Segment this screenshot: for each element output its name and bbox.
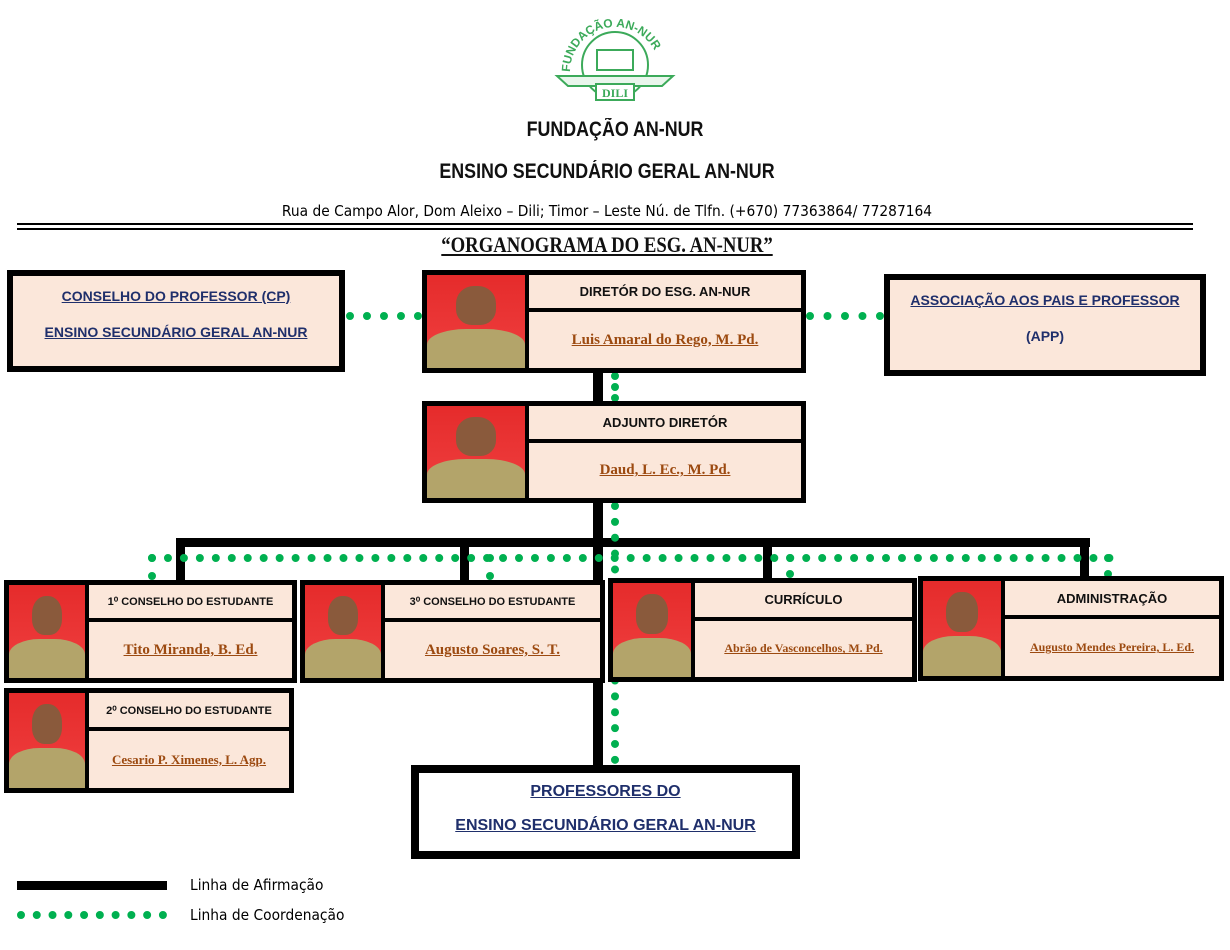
org-name: FUNDAÇÃO AN-NUR — [526, 118, 704, 141]
parents-association-box: ASSOCIAÇÃO AOS PAIS E PROFESSOR (APP) — [884, 274, 1206, 376]
person-name: Cesario P. Ximenes, L. Agp. — [89, 731, 289, 788]
person-photo — [613, 583, 691, 677]
person-name: Luis Amaral do Rego, M. Pd. — [529, 312, 801, 368]
header-divider — [17, 223, 1193, 230]
role-label: 3⁰ CONSELHO DO ESTUDANTE — [385, 585, 600, 619]
person-name: Abrão de Vasconcelhos, M. Pd. — [695, 620, 912, 677]
cp-title: CONSELHO DO PROFESSOR (CP) — [61, 288, 291, 304]
role-label: 2⁰ CONSELHO DO ESTUDANTE — [89, 693, 289, 728]
cp-subtitle: ENSINO SECUNDÁRIO GERAL AN-NUR — [44, 324, 308, 340]
legend-solid-line — [17, 881, 167, 890]
role-label: ADMINISTRAÇÃO — [1005, 581, 1219, 616]
teachers-subtitle: ENSINO SECUNDÁRIO GERAL AN-NUR — [455, 817, 756, 834]
coordination-line — [346, 312, 422, 320]
role-label: ADJUNTO DIRETÓR — [529, 406, 801, 440]
address: Rua de Campo Alor, Dom Aleixo – Dili; Ti… — [281, 202, 933, 220]
deputy-photo — [427, 406, 525, 498]
person-name: Tito Miranda, B. Ed. — [89, 622, 292, 678]
affirmation-line — [176, 538, 1090, 547]
person-name: Augusto Soares, S. T. — [385, 622, 600, 678]
person-photo — [923, 581, 1001, 676]
person-photo — [9, 585, 85, 678]
teachers-council-box: CONSELHO DO PROFESSOR (CP) ENSINO SECUND… — [7, 270, 345, 372]
svg-text:DILI: DILI — [602, 86, 628, 100]
app-title: ASSOCIAÇÃO AOS PAIS E PROFESSOR — [910, 292, 1180, 308]
affirmation-line — [593, 372, 603, 402]
person-name: Augusto Mendes Pereira, L. Ed. — [1005, 619, 1219, 676]
teachers-title: PROFESSORES DO — [530, 783, 681, 800]
role-label: 1⁰ CONSELHO DO ESTUDANTE — [89, 585, 292, 619]
coordination-line — [786, 554, 794, 578]
foundation-logo: FUNDAÇÃO AN-NUR DILI — [552, 10, 678, 102]
chart-title: “ORGANOGRAMA DO ESG. AN-NUR” — [441, 232, 773, 257]
coordination-line — [1104, 554, 1112, 578]
person-photo — [9, 693, 85, 788]
legend-solid-label: Linha de Afirmação — [190, 876, 324, 894]
role-label: CURRÍCULO — [695, 583, 912, 617]
person-name: Daud, L. Ec., M. Pd. — [529, 443, 801, 498]
teachers-box: PROFESSORES DO ENSINO SECUNDÁRIO GERAL A… — [411, 765, 800, 859]
legend-dotted-line — [17, 911, 167, 919]
coordination-line — [486, 554, 494, 580]
director-photo — [427, 275, 525, 368]
school-name: ENSINO SECUNDÁRIO GERAL AN-NUR — [439, 160, 775, 183]
legend-dotted-label: Linha de Coordenação — [190, 906, 345, 924]
app-subtitle: (APP) — [1025, 328, 1065, 344]
coordination-line — [806, 312, 884, 320]
role-label: DIRETÓR DO ESG. AN-NUR — [529, 275, 801, 309]
coordination-line — [148, 554, 1114, 562]
coordination-line — [148, 554, 156, 580]
person-photo — [305, 585, 381, 678]
coordination-line — [611, 372, 619, 402]
